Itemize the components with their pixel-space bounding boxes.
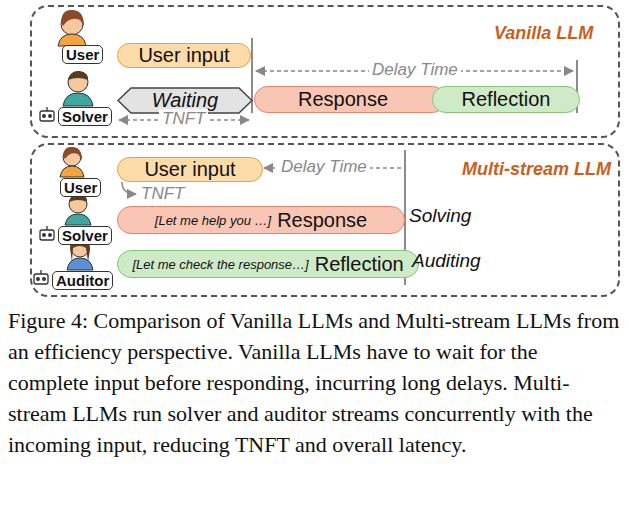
dimension-label: Delay Time xyxy=(369,60,461,80)
box-label: User input xyxy=(138,44,229,67)
box-label: Reflection xyxy=(315,253,404,276)
box-label: User input xyxy=(144,158,235,181)
stream-label: Solving xyxy=(409,205,471,227)
panel-title: Vanilla LLM xyxy=(494,23,593,44)
box-label: Response xyxy=(277,209,367,232)
response-box: Response xyxy=(254,86,446,113)
input-box: User input xyxy=(117,157,263,182)
stream-label: Auditing xyxy=(412,250,481,272)
reflection-box: Reflection xyxy=(432,86,580,113)
role-tag: User xyxy=(62,45,103,64)
box-label: Reflection xyxy=(462,88,551,111)
reflection-box: [Let me check the response…] Reflection xyxy=(117,250,419,278)
box-label: Response xyxy=(298,88,388,111)
box-label: [Let me check the response…] xyxy=(132,257,308,272)
dimension-label: TNFT xyxy=(138,184,187,204)
dimension-label: Delay Time xyxy=(278,157,370,177)
box-label: [Let me help you …] xyxy=(155,213,271,228)
role-tag: Auditor xyxy=(52,271,113,290)
input-box: User input xyxy=(117,43,251,68)
solver-icon xyxy=(63,71,93,225)
panel: Vanilla LLMUser inputWaitingResponseRefl… xyxy=(30,5,620,138)
figure-caption: Figure 4: Comparison of Vanilla LLMs and… xyxy=(8,305,620,460)
role-tag: User xyxy=(60,178,101,197)
role-tag: Solver xyxy=(58,226,112,245)
dimension-label: TNFT xyxy=(159,109,208,129)
response-box: [Let me help you …] Response xyxy=(117,206,405,234)
panel-title: Multi-stream LLM xyxy=(462,159,611,180)
robot-icon xyxy=(34,107,54,284)
role-tag: Solver xyxy=(58,107,112,126)
